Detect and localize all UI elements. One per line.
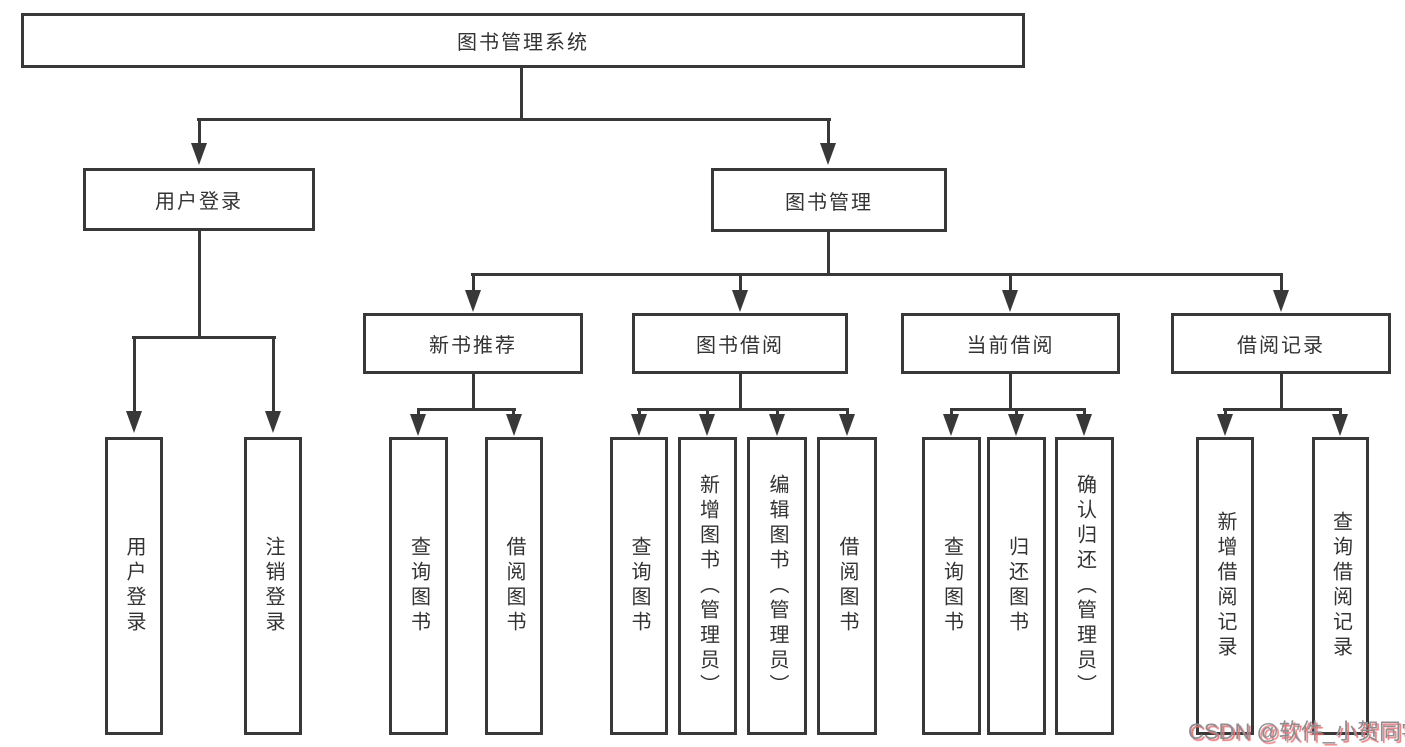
arrow-down-cb-return (1008, 414, 1024, 436)
node-current-borrow: 当前借阅 (901, 313, 1120, 374)
watermark: CSDN @软件_小贺同学 (1188, 719, 1405, 744)
node-br-add-record: 新增借阅记录 (1196, 437, 1254, 735)
arrow-down-cb-query (943, 414, 959, 436)
connector-bb-children-hline (637, 408, 849, 411)
node-logout: 注销登录 (244, 437, 302, 735)
arrow-down-current-borrow (1002, 290, 1018, 312)
node-cb-confirm-return: 确认归还（管理员） (1055, 437, 1114, 735)
arrow-down-new-book-rec (465, 290, 481, 312)
connector-logout-drop (272, 336, 275, 413)
node-user-login: 用户登录 (83, 168, 315, 231)
node-bb-edit-book: 编辑图书（管理员） (747, 437, 807, 735)
connector-new-book-rec-stem (472, 372, 475, 410)
connector-nbr-children-hline (417, 408, 516, 411)
node-bb-borrow-book: 借阅图书 (817, 437, 877, 735)
arrow-down-login (126, 411, 142, 433)
node-book-borrow: 图书借阅 (632, 313, 848, 374)
arrow-down-bb-borrow (839, 414, 855, 436)
node-bb-query-book: 查询图书 (610, 437, 668, 735)
connector-bb-child3-drop (776, 408, 779, 416)
connector-user-login-drop (198, 118, 201, 146)
arrow-down-bb-add (699, 414, 715, 436)
arrow-down-book-mgmt (820, 143, 836, 165)
connector-current-borrow-drop (1009, 273, 1012, 292)
arrow-down-user-login (191, 143, 207, 165)
node-root: 图书管理系统 (21, 13, 1025, 68)
connector-login-drop (133, 336, 136, 413)
node-cb-query-book: 查询图书 (922, 437, 981, 735)
connector-nbr-child1-drop (417, 408, 420, 416)
node-nbr-borrow-book: 借阅图书 (485, 437, 543, 735)
connector-new-book-rec-drop (472, 273, 475, 292)
arrow-down-book-borrow (732, 290, 748, 312)
connector-bb-child1-drop (638, 408, 641, 416)
arrow-down-logout (265, 411, 281, 433)
node-login: 用户登录 (105, 437, 163, 735)
node-nbr-query-book: 查询图书 (389, 437, 448, 735)
connector-borrow-record-drop (1280, 273, 1283, 292)
node-cb-return-book: 归还图书 (987, 437, 1046, 735)
node-book-mgmt: 图书管理 (711, 168, 947, 232)
node-br-query-record: 查询借阅记录 (1312, 437, 1369, 735)
connector-cb-child1-drop (950, 408, 953, 416)
arrow-down-bb-query (631, 414, 647, 436)
connector-book-mgmt-stem (827, 228, 830, 275)
connector-borrow-record-stem (1280, 372, 1283, 410)
connector-user-login-stem (198, 228, 201, 336)
connector-bb-child4-drop (846, 408, 849, 416)
arrow-down-borrow-record (1273, 290, 1289, 312)
connector-level3-hline (471, 273, 1283, 276)
connector-nbr-child2-drop (512, 408, 515, 416)
arrow-down-nbr-query (410, 414, 426, 436)
node-bb-add-book: 新增图书（管理员） (678, 437, 737, 735)
arrow-down-br-query (1332, 414, 1348, 436)
connector-cb-child3-drop (1083, 408, 1086, 416)
arrow-down-nbr-borrow (506, 414, 522, 436)
connector-book-mgmt-drop (827, 118, 830, 146)
arrow-down-cb-confirm (1076, 414, 1092, 436)
connector-br-children-hline (1223, 408, 1342, 411)
arrow-down-br-add (1217, 414, 1233, 436)
connector-level2-hline (197, 118, 831, 121)
node-borrow-record: 借阅记录 (1171, 313, 1391, 374)
arrow-down-bb-edit (769, 414, 785, 436)
connector-cb-children-hline (950, 408, 1086, 411)
connector-book-borrow-stem (739, 372, 742, 410)
connector-cb-child2-drop (1015, 408, 1018, 416)
connector-br-child1-drop (1224, 408, 1227, 416)
node-new-book-rec: 新书推荐 (363, 313, 583, 374)
connector-root-stem (520, 66, 523, 118)
connector-br-child2-drop (1339, 408, 1342, 416)
connector-book-borrow-drop (739, 273, 742, 292)
connector-bb-child2-drop (706, 408, 709, 416)
connector-user-login-children-hline (132, 336, 276, 339)
connector-current-borrow-stem (1009, 372, 1012, 410)
